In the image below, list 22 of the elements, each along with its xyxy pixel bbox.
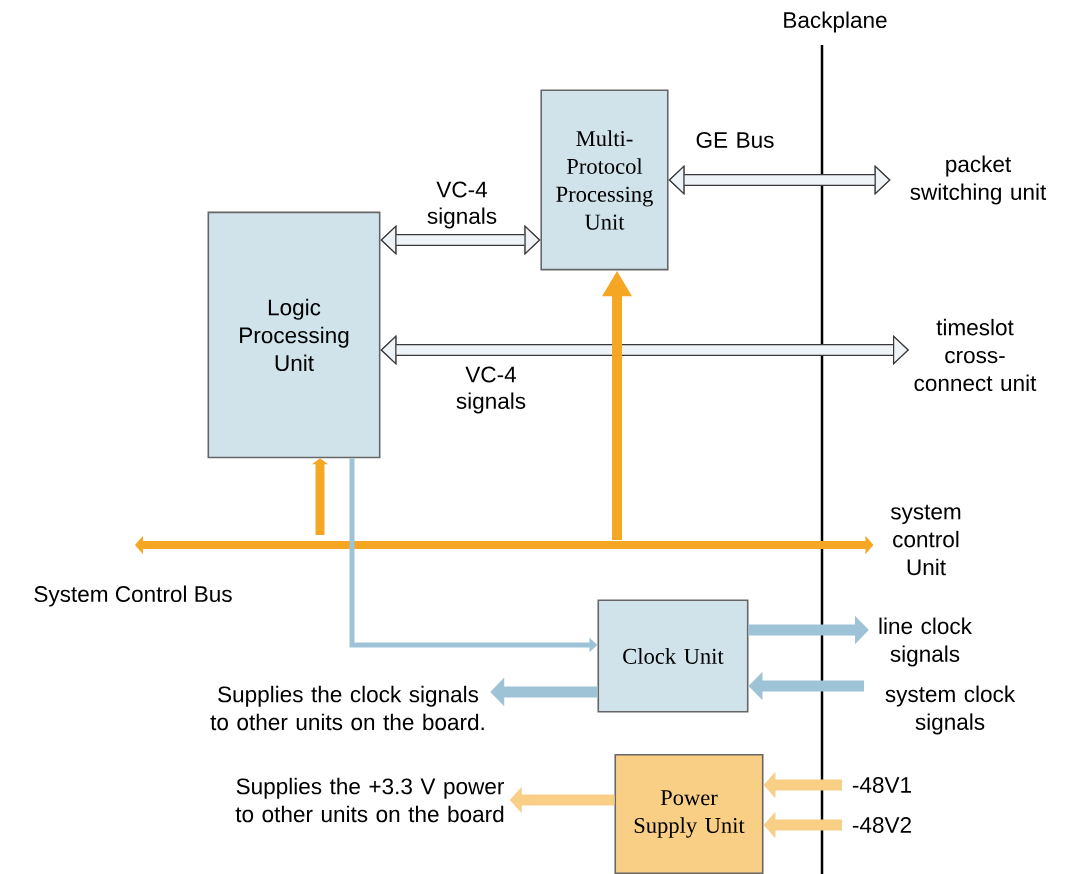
- unit-box: Logic Processing Unit: [207, 211, 381, 459]
- backplane-label: Backplane: [784, 11, 887, 33]
- unit-box: Power Supply Unit: [614, 753, 764, 874]
- signal-label: packet switching unit: [910, 155, 1047, 205]
- signal-label: line clock signals: [879, 617, 972, 667]
- edge-label: GE Bus: [696, 132, 774, 148]
- edge-label: VC-4 signals: [427, 181, 497, 229]
- signal-label: -48V1: [852, 777, 911, 793]
- signal-label: system control Unit: [890, 504, 961, 576]
- signal-label: timeslot cross-connect unit: [914, 318, 1037, 392]
- signal-label: system clock signals: [885, 685, 1016, 735]
- block-arrow: [668, 164, 891, 196]
- unit-box: Multi-Protocol Processing Unit: [540, 89, 669, 271]
- signal-label: -48V2: [852, 817, 911, 833]
- edge-label: VC-4 signals: [456, 366, 526, 414]
- bus-label: System Control Bus: [34, 585, 232, 607]
- note-text: Supplies the +3.3 V power to other units on the board: [235, 777, 504, 823]
- bus-arrow: [135, 535, 874, 555]
- note-text: Supplies the clock signals to other units on the board.: [210, 685, 484, 731]
- block-arrow: [380, 224, 541, 256]
- block-arrow: [380, 334, 909, 366]
- unit-box: Clock Unit: [597, 599, 749, 713]
